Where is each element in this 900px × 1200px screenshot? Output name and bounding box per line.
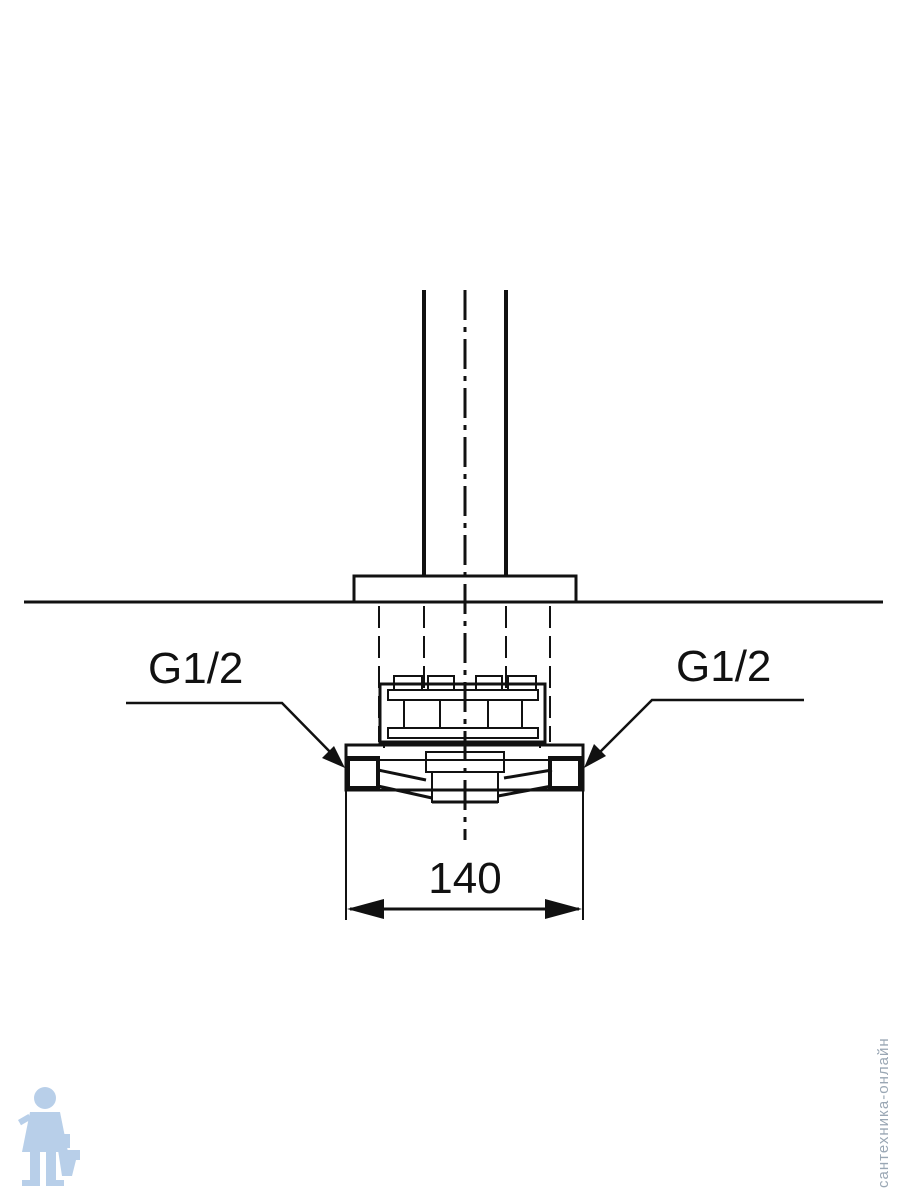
cover-plate: [352, 574, 578, 604]
dimension-arrow-right: [545, 899, 582, 919]
right-inlet-fitting: [548, 756, 582, 790]
hidden-body-outline: [378, 606, 551, 742]
valve-block: [378, 675, 547, 748]
mixer-housing: [344, 743, 585, 804]
plumber-mascot-icon: [18, 1087, 80, 1186]
dimension-value: 140: [428, 854, 501, 903]
leader-arrow-right: [584, 744, 606, 768]
thread-label-left: G1/2: [148, 644, 243, 693]
left-inlet-fitting: [346, 756, 380, 790]
leader-line-right: [593, 698, 804, 759]
dimension-arrow-left: [347, 899, 384, 919]
leader-line-left: [126, 701, 337, 759]
vertical-pipe: [422, 290, 508, 576]
watermark-text: сантехника-онлайн: [875, 1037, 892, 1188]
thread-label-right: G1/2: [676, 642, 771, 691]
leader-arrow-left: [322, 746, 345, 768]
